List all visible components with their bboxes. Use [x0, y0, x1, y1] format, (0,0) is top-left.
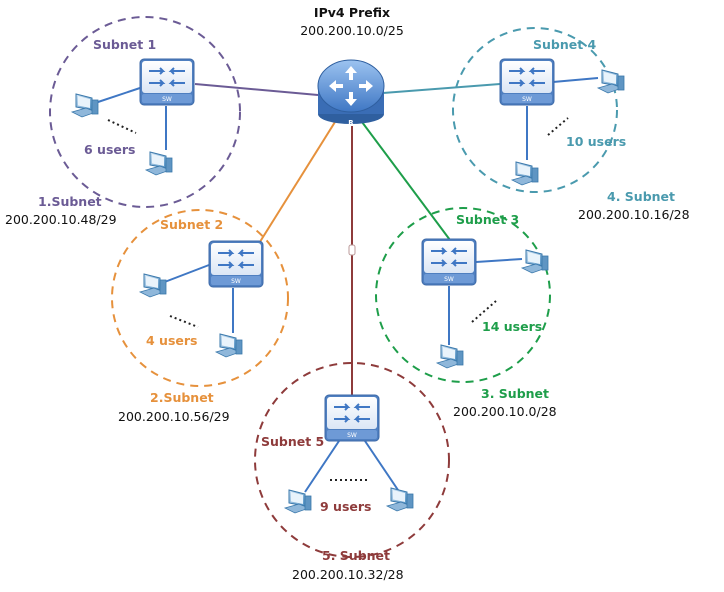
pc-icon: [386, 487, 414, 512]
pc-icon: [284, 489, 312, 514]
subnet-5-boundary: [254, 362, 450, 558]
subnet-4-name: Subnet 4: [533, 37, 597, 52]
subnet-3-name: Subnet 3: [456, 212, 519, 227]
diagram-prefix: 200.200.10.0/25: [300, 23, 404, 38]
subnet-3-users: 14 users: [482, 319, 542, 334]
pc-icon: [145, 151, 173, 176]
subnet-2-users: 4 users: [146, 333, 197, 348]
subnet-3-caption: 3. Subnet: [481, 386, 549, 401]
subnet-4-boundary: [452, 27, 618, 193]
switch-icon: SW: [324, 394, 380, 442]
switch-icon: SW: [499, 58, 555, 106]
svg-text:SW: SW: [162, 96, 172, 103]
subnet-5-name: Subnet 5: [261, 434, 324, 449]
subnet-5-users: 9 users: [320, 499, 371, 514]
pc-icon: [71, 93, 99, 118]
switch-icon: SW: [421, 238, 477, 286]
subnet-5-caption: 5. Subnet: [322, 548, 390, 563]
subnet-3-boundary: [375, 207, 551, 383]
subnet-2-name: Subnet 2: [160, 217, 223, 232]
pc-icon: [597, 69, 625, 94]
pc-icon: [215, 333, 243, 358]
subnet-4-users: 10 users: [566, 134, 626, 149]
subnet-5-address: 200.200.10.32/28: [292, 567, 404, 582]
uplink-subnet-3: [361, 121, 451, 241]
uplink-subnet-4: [382, 83, 501, 94]
router-icon: R: [317, 59, 385, 127]
pc-icon: [139, 273, 167, 298]
subnet-2-caption: 2.Subnet: [150, 390, 214, 405]
subnet-1-name: Subnet 1: [93, 37, 156, 52]
uplink-subnet-2: [257, 121, 336, 246]
subnet-3-address: 200.200.10.0/28: [453, 404, 557, 419]
subnet-4-address: 200.200.10.16/28: [578, 207, 690, 222]
pc-icon: [436, 344, 464, 369]
uplink-subnet-1: [194, 83, 319, 96]
subnet-1-caption: 1.Subnet: [38, 194, 102, 209]
svg-text:SW: SW: [444, 276, 454, 283]
subnet-4-caption: 4. Subnet: [607, 189, 675, 204]
switch-icon: SW: [208, 240, 264, 288]
svg-text:R: R: [348, 119, 354, 127]
subnet-1-boundary: [49, 16, 241, 208]
diagram-title: IPv4 Prefix: [314, 5, 390, 20]
subnet-2-boundary: [111, 209, 289, 387]
switch-icon: SW: [139, 58, 195, 106]
pc-icon: [521, 249, 549, 274]
svg-text:SW: SW: [522, 96, 532, 103]
subnet-1-users: 6 users: [84, 142, 135, 157]
pc-icon: [511, 161, 539, 186]
subnet-1-address: 200.200.10.48/29: [5, 212, 117, 227]
svg-text:SW: SW: [231, 278, 241, 285]
svg-text:SW: SW: [347, 432, 357, 439]
subnet-2-address: 200.200.10.56/29: [118, 409, 230, 424]
